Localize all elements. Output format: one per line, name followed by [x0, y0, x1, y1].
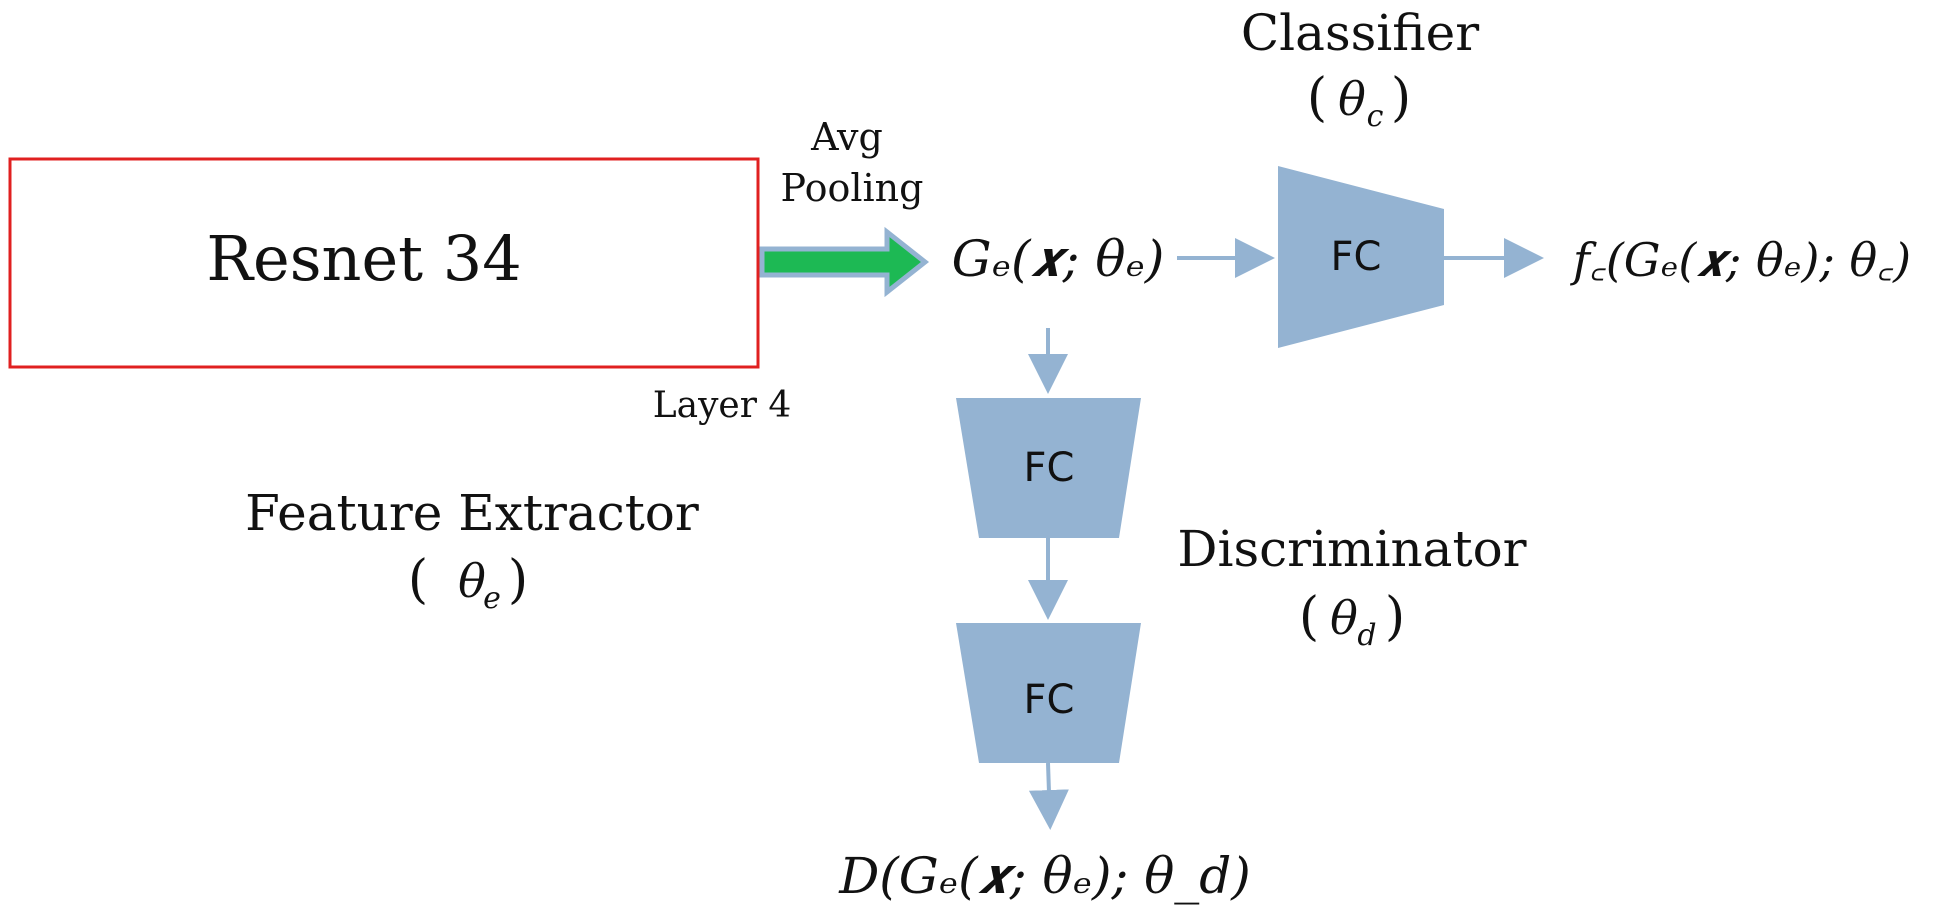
discriminator-param-symbol: θ	[1330, 591, 1358, 645]
layer-label: Layer 4	[653, 385, 792, 426]
discriminator-fc1-label: FC	[1024, 445, 1075, 491]
classifier-fc: FC	[1278, 166, 1444, 348]
feature-extractor-title: Feature Extractor	[245, 484, 699, 542]
feature-extractor-param-open: (	[408, 550, 428, 610]
arrow-to-discriminator-output	[1028, 762, 1069, 830]
resnet-box: Resnet 34	[8, 157, 760, 369]
classifier-param-close: )	[1391, 68, 1411, 128]
pooling-arrow	[759, 226, 930, 298]
discriminator-fc2: FC	[956, 623, 1141, 763]
classifier-param-sub: c	[1367, 99, 1384, 134]
embedding-formula: Gₑ(𝒙; θₑ)	[952, 230, 1165, 288]
feature-extractor-param-sub: e	[483, 581, 501, 616]
feature-extractor-param-close: )	[508, 550, 528, 610]
classifier-param-open: (	[1307, 68, 1327, 128]
pooling-label-line1: Avg	[810, 115, 883, 159]
resnet-label: Resnet 34	[206, 222, 521, 295]
pooling-label-line2: Pooling	[781, 166, 924, 210]
discriminator-param-close: )	[1385, 587, 1405, 647]
feature-extractor-param: ( θ e )	[408, 550, 528, 616]
classifier-param: ( θ c )	[1307, 68, 1411, 134]
discriminator-title: Discriminator	[1177, 520, 1526, 578]
discriminator-fc1: FC	[956, 398, 1141, 538]
classifier-fc-label: FC	[1331, 234, 1382, 280]
classifier-title: Classifier	[1241, 4, 1479, 62]
discriminator-param-sub: d	[1357, 618, 1376, 653]
discriminator-fc2-label: FC	[1024, 677, 1075, 723]
discriminator-param: ( θ d )	[1299, 587, 1405, 653]
discriminator-output-formula: D(Gₑ(𝒙; θₑ); θ_d)	[838, 847, 1251, 905]
classifier-output-formula: f꜀(Gₑ(𝒙; θₑ); θ꜀)	[1570, 233, 1911, 287]
classifier-param-symbol: θ	[1338, 72, 1366, 126]
feature-extractor-param-symbol: θ	[458, 554, 486, 608]
discriminator-param-open: (	[1299, 587, 1319, 647]
